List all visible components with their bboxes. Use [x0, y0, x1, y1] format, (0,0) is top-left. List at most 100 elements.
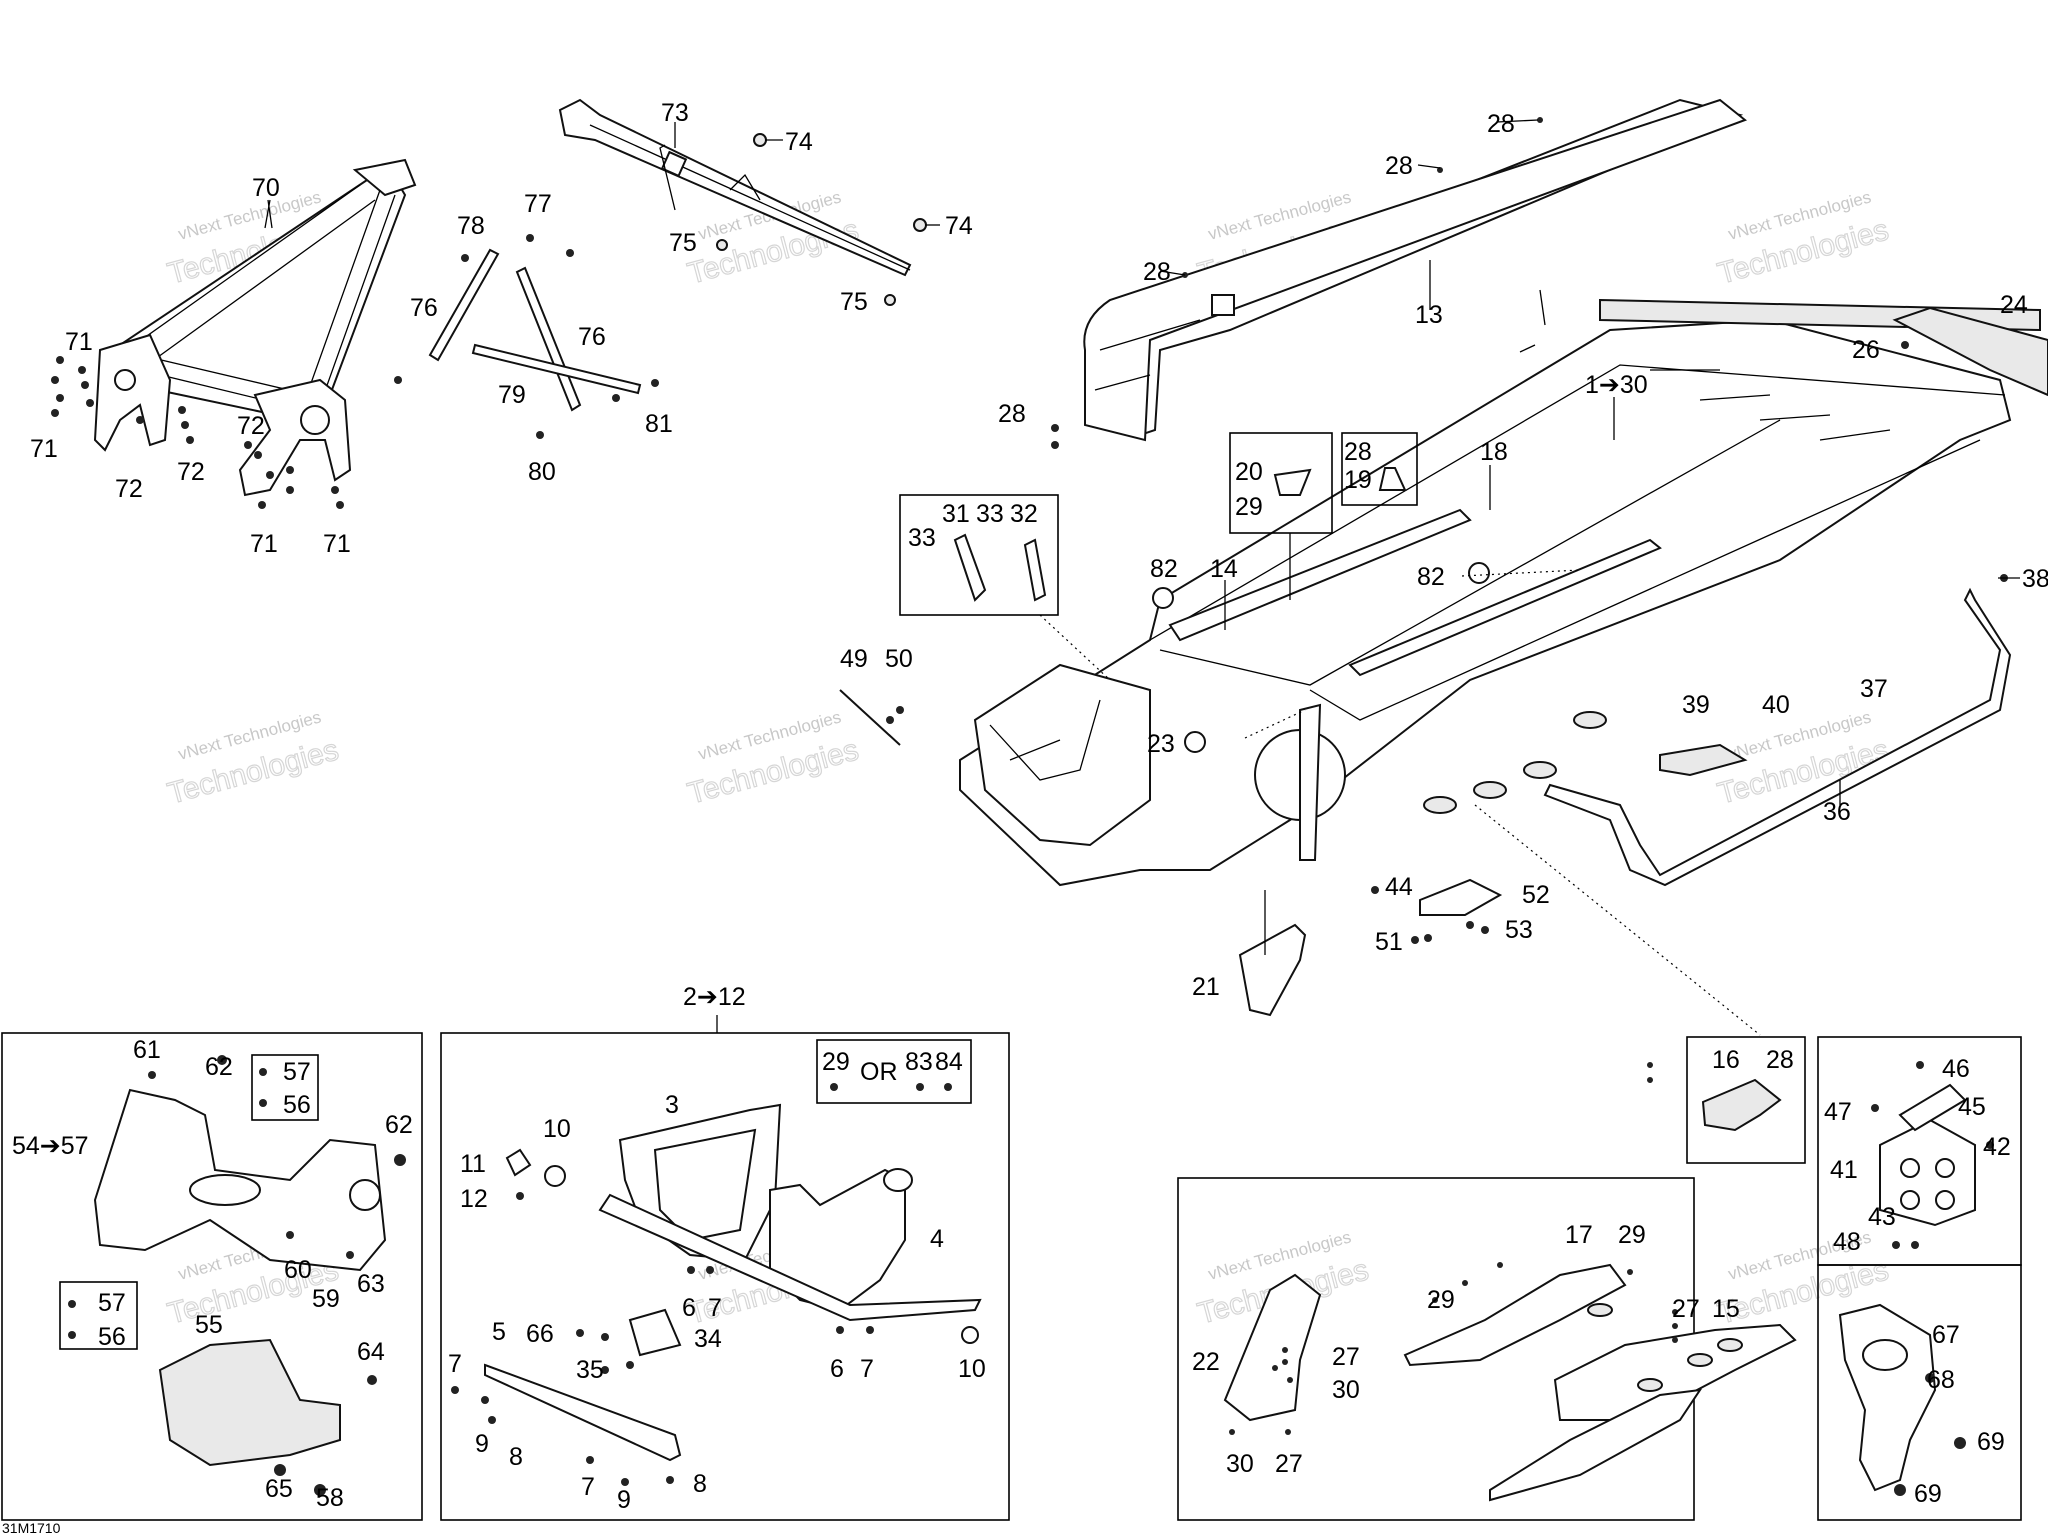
callout-label: 57: [283, 1058, 311, 1086]
rail-24: [1892, 306, 2048, 397]
callout-label: 57: [98, 1289, 126, 1317]
callout-label: 33: [976, 500, 1004, 528]
callout-label: 64: [357, 1338, 385, 1366]
callout-label: 39: [1682, 691, 1710, 719]
callout-label: 62: [205, 1053, 233, 1081]
callout-label: 74: [945, 212, 973, 240]
callout-label: 72: [237, 412, 265, 440]
callout-label: 36: [1823, 798, 1851, 826]
callout-label: 33: [908, 524, 936, 552]
callout-label: 29: [822, 1048, 850, 1076]
callout-label: 35: [576, 1356, 604, 1384]
callout-label: 40: [1762, 691, 1790, 719]
callout-label: 71: [323, 530, 351, 558]
callout-label: 80: [528, 458, 556, 486]
callout-label: 78: [457, 212, 485, 240]
callout-label: 21: [1192, 973, 1220, 1001]
box-29-83-84: [816, 1039, 972, 1104]
callout-label: 29: [1427, 1286, 1455, 1314]
callout-label: 30: [1226, 1450, 1254, 1478]
callout-label: 72: [115, 475, 143, 503]
callout-label: OR: [860, 1058, 898, 1086]
callout-label: 27: [1275, 1450, 1303, 1478]
callout-label: 32: [1010, 500, 1038, 528]
leader-lines: [267, 119, 2020, 1036]
callout-label: 72: [177, 458, 205, 486]
callout-label: 28: [1143, 258, 1171, 286]
callout-label: 65: [265, 1475, 293, 1503]
callout-label: 28: [1344, 438, 1372, 466]
callout-label: 44: [1385, 873, 1413, 901]
callout-label: 58: [316, 1484, 344, 1512]
pipe-36: [1543, 587, 2012, 887]
callout-label: 12: [460, 1185, 488, 1213]
callout-label: 29: [1618, 1221, 1646, 1249]
callout-label: 13: [1415, 301, 1443, 329]
panel-2-12: [440, 1032, 1010, 1521]
box-contents-small: [953, 467, 1407, 602]
callout-label: 54➔57: [12, 1132, 89, 1160]
callout-label: 9: [617, 1486, 631, 1514]
callout-label: 68: [1927, 1366, 1955, 1394]
callout-label: 55: [195, 1311, 223, 1339]
panel-15-30-parts: [1223, 1262, 1797, 1502]
box-19-28: [1341, 432, 1418, 506]
callout-label: 26: [1852, 336, 1880, 364]
part-39: [1659, 743, 1748, 777]
callout-label: 10: [543, 1115, 571, 1143]
callout-labels: 70 71 71 71 71 72 72 72 73 74 74 75 75 7…: [12, 99, 2048, 1514]
callout-label: 75: [840, 288, 868, 316]
callout-label: 28: [1766, 1046, 1794, 1074]
callout-label: 23: [1147, 730, 1175, 758]
callout-label: 27: [1672, 1295, 1700, 1323]
callout-label: 79: [498, 381, 526, 409]
rod-49: [839, 689, 901, 746]
callout-label: 53: [1505, 916, 1533, 944]
callout-label: 47: [1824, 1098, 1852, 1126]
callout-label: 5: [492, 1318, 506, 1346]
callout-label: 29: [1235, 493, 1263, 521]
callout-label: 51: [1375, 928, 1403, 956]
callout-label: 63: [357, 1270, 385, 1298]
callout-label: 20: [1235, 458, 1263, 486]
callout-label: 82: [1150, 555, 1178, 583]
callout-label: 15: [1712, 1295, 1740, 1323]
callout-label: 69: [1914, 1480, 1942, 1508]
callout-label: 61: [133, 1036, 161, 1064]
callout-label: 42: [1983, 1133, 2011, 1161]
callout-label: 6: [830, 1355, 844, 1383]
box-18-29: [1229, 432, 1333, 534]
callout-label: 69: [1977, 1428, 2005, 1456]
callout-label: 60: [284, 1256, 312, 1284]
callout-label: 9: [475, 1430, 489, 1458]
callout-label: 6: [682, 1294, 696, 1322]
callout-label: 77: [524, 190, 552, 218]
callout-label: 49: [840, 645, 868, 673]
box-31-33: [899, 494, 1059, 616]
callout-label: 46: [1942, 1055, 1970, 1083]
callout-label: 28: [1487, 110, 1515, 138]
callout-label: 30: [1332, 1376, 1360, 1404]
callout-label: 45: [1958, 1093, 1986, 1121]
callout-label: 48: [1833, 1228, 1861, 1256]
callout-label: 74: [785, 128, 813, 156]
callout-label: 83: [905, 1048, 933, 1076]
bracket-52: [1419, 878, 1503, 916]
callout-label: 59: [312, 1285, 340, 1313]
callout-label: 27: [1332, 1343, 1360, 1371]
callout-label: 52: [1522, 881, 1550, 909]
panel-41-48-parts: [1871, 1061, 1994, 1249]
callout-label: 76: [578, 323, 606, 351]
callout-label: 76: [410, 294, 438, 322]
callout-label: 8: [509, 1443, 523, 1471]
flap-13: [1083, 98, 1748, 442]
rod-assembly: [394, 98, 927, 439]
callout-label: 16: [1712, 1046, 1740, 1074]
panel-2-12-parts: [451, 1083, 982, 1486]
callout-label: 8: [693, 1470, 707, 1498]
callout-label: 7: [708, 1294, 722, 1322]
callout-label: 75: [669, 229, 697, 257]
callout-label: 18: [1480, 438, 1508, 466]
callout-label: 37: [1860, 675, 1888, 703]
